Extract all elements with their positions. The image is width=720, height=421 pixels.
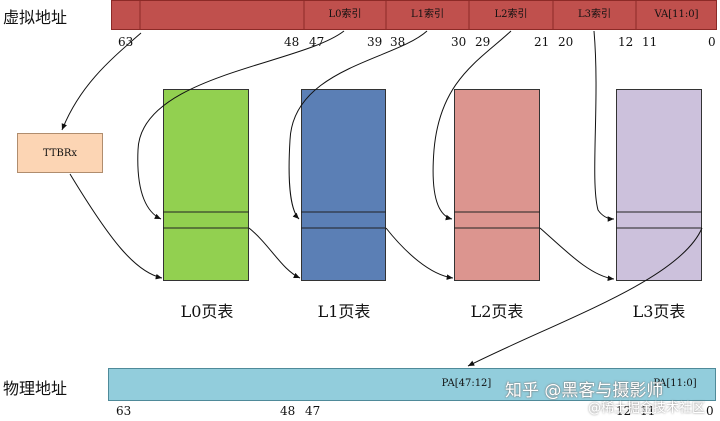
l2-page-table <box>454 89 540 281</box>
watermark-main: 知乎 @黑客与摄影师 <box>505 381 664 401</box>
pa-bit-0: 0 <box>706 404 714 418</box>
va-bit-21: 21 <box>534 35 550 49</box>
virtual-address-label: 虚拟地址 <box>3 8 68 27</box>
pa-bit-63: 63 <box>116 404 132 418</box>
va-bit-0: 0 <box>708 35 716 49</box>
l0-table-label: L0页表 <box>180 302 234 321</box>
pa-bit-12: 12 <box>616 404 632 418</box>
pa-bit-11: 11 <box>640 404 656 418</box>
pa-bit-48: 48 <box>280 404 296 418</box>
l0-page-table <box>163 89 249 281</box>
ttbr-box: TTBRx <box>17 133 103 173</box>
pa-segment-label: PA[47:12] <box>441 378 492 389</box>
pa-bit-47: 47 <box>305 404 321 418</box>
va-bit-29: 29 <box>475 35 491 49</box>
l1-page-table <box>301 89 386 281</box>
virtual-address-bar <box>111 0 717 30</box>
va-bit-39: 39 <box>367 35 383 49</box>
physical-address-bar <box>108 368 716 401</box>
va-bit-63: 63 <box>118 35 134 49</box>
va-bit-20: 20 <box>558 35 574 49</box>
va-bit-47: 47 <box>309 35 325 49</box>
va-segment-l0: L0索引 <box>328 9 362 20</box>
va-bit-38: 38 <box>390 35 406 49</box>
va-segment-l1: L1索引 <box>410 9 444 20</box>
va-bit-12: 12 <box>618 35 634 49</box>
va-bit-48: 48 <box>284 35 300 49</box>
va-bit-11: 11 <box>642 35 658 49</box>
physical-address-label: 物理地址 <box>3 379 68 398</box>
l2-table-label: L2页表 <box>470 302 524 321</box>
va-segment-l3: L3索引 <box>577 9 611 20</box>
ttbr-label: TTBRx <box>42 147 78 159</box>
va-segment-offset: VA[11:0] <box>654 9 699 20</box>
l3-table-label: L3页表 <box>632 302 686 321</box>
watermark-sub: @稀土掘金技术社区 <box>588 401 706 416</box>
pa-tail-label: PA[11:0] <box>653 378 697 389</box>
l1-table-label: L1页表 <box>317 302 371 321</box>
va-bit-30: 30 <box>451 35 467 49</box>
va-segment-l2: L2索引 <box>494 9 528 20</box>
